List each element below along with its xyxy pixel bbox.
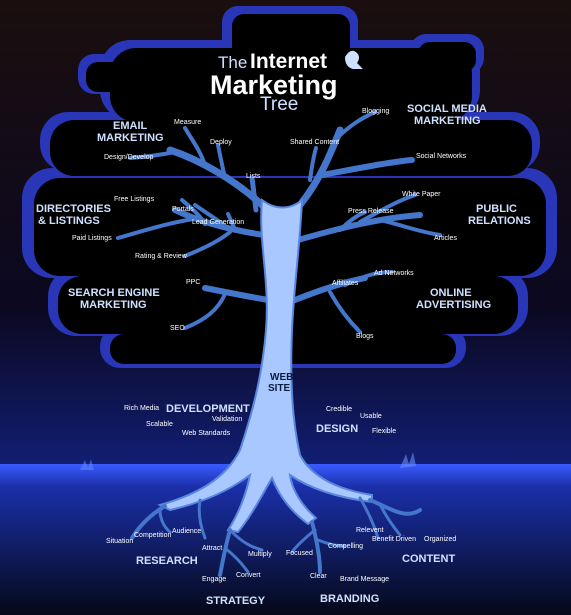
label-blogs: Blogs <box>356 333 374 340</box>
label-social-networks: Social Networks <box>416 153 467 160</box>
label-seo: SEO <box>170 325 185 332</box>
label-scalable: Scalable <box>146 421 173 428</box>
label-portals: Portals <box>172 206 194 213</box>
label-multiply: Multiply <box>248 551 272 558</box>
label-competition: Competition <box>134 532 171 539</box>
label-web-standards: Web Standards <box>182 430 231 437</box>
heading-strategy: STRATEGY <box>206 595 266 607</box>
label-credible: Credible <box>326 406 352 413</box>
label-lists: Lists <box>246 173 261 180</box>
label-validation: Validation <box>212 416 242 423</box>
label-design-develop: Design/Develop <box>104 154 154 161</box>
title-small: The <box>218 53 247 72</box>
label-articles: Articles <box>434 235 457 242</box>
label-white-paper: White Paper <box>402 191 441 198</box>
label-press-release: Press Release <box>348 208 394 215</box>
label-affiliates: Affiliates <box>332 280 359 287</box>
label-lead-generation: Lead Generation <box>192 219 244 226</box>
bird-icon <box>345 50 363 69</box>
label-shared-content: Shared Content <box>290 139 339 146</box>
label-compelling: Compelling <box>328 543 363 550</box>
title-marketing: Marketing <box>210 70 338 100</box>
label-rating-review: Rating & Review <box>135 253 188 260</box>
grass-tuft <box>400 452 416 468</box>
label-paid-listings: Paid Listings <box>72 235 112 242</box>
branches <box>116 110 442 334</box>
title-internet: Internet <box>250 50 327 73</box>
label-convert: Convert <box>236 572 261 579</box>
label-audience: Audience <box>172 528 201 535</box>
label-engage: Engage <box>202 576 226 583</box>
label-organized: Organized <box>424 536 456 543</box>
heading-research: RESEARCH <box>136 555 198 567</box>
label-ppc: PPC <box>186 279 200 286</box>
label-benefit-driven: Benefit Driven <box>372 536 416 543</box>
title-tree: Tree <box>260 94 298 115</box>
label-flexible: Flexible <box>372 428 396 435</box>
label-blogging: Blogging <box>362 108 389 115</box>
heading-design: DESIGN <box>316 423 358 435</box>
label-ad-networks: Ad Networks <box>374 270 414 277</box>
label-relevent: Relevent <box>356 527 384 534</box>
label-usable: Usable <box>360 413 382 420</box>
heading-directories-listings: DIRECTORIES& LISTINGS <box>36 203 111 227</box>
grass-tuft <box>80 459 94 470</box>
roots <box>130 496 422 577</box>
heading-content: CONTENT <box>402 553 455 565</box>
label-deploy: Deploy <box>210 139 232 146</box>
label-focused: Focused <box>286 550 313 557</box>
heading-development: DEVELOPMENT <box>166 403 250 415</box>
heading-branding: BRANDING <box>320 593 379 605</box>
label-clear: Clear <box>310 573 327 580</box>
trunk <box>157 197 373 534</box>
label-situation: Situation <box>106 538 133 545</box>
label-measure: Measure <box>174 119 201 126</box>
label-rich-media: Rich Media <box>124 405 159 412</box>
label-attract: Attract <box>202 545 222 552</box>
label-free-listings: Free Listings <box>114 196 155 203</box>
label-brand-message: Brand Message <box>340 576 389 583</box>
